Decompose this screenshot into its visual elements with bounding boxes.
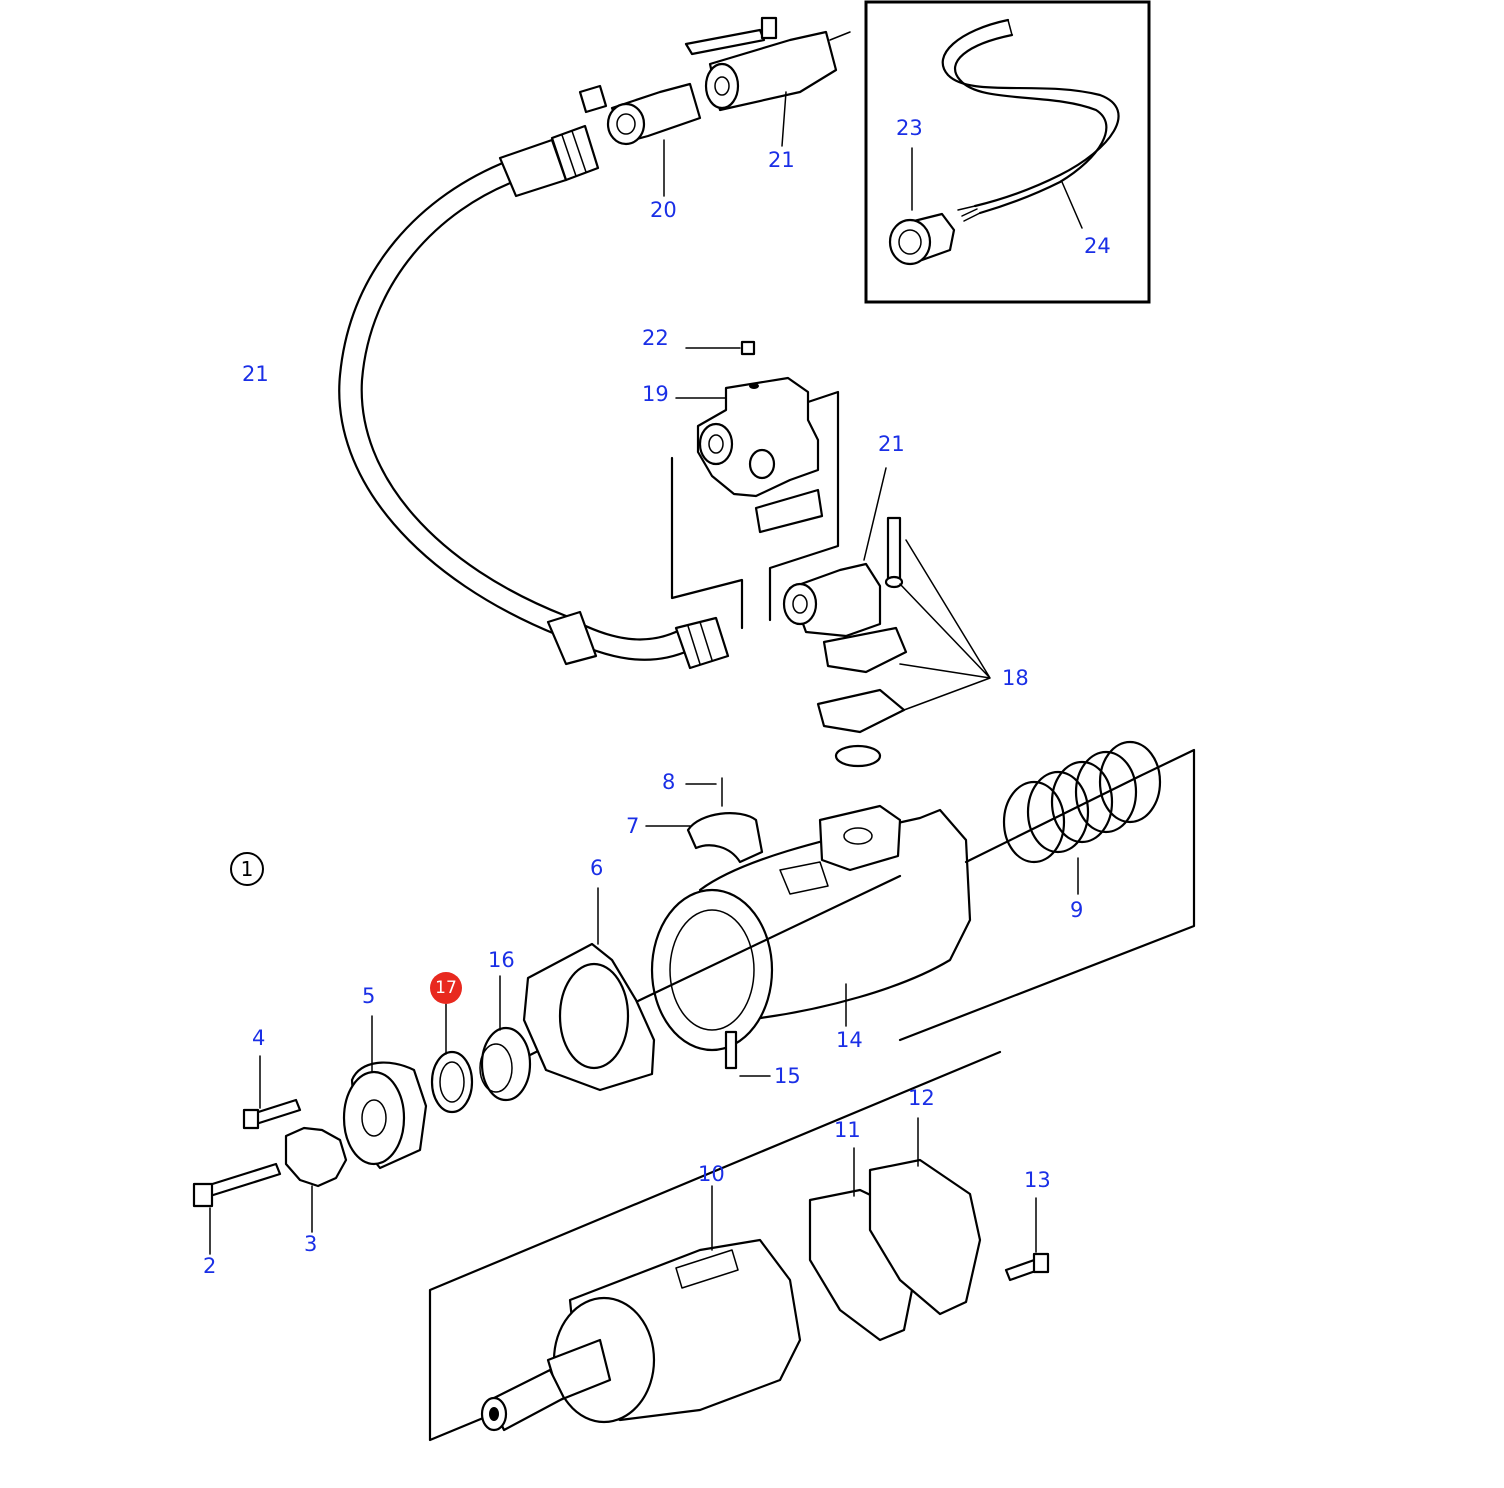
part-label-8[interactable]: 8 bbox=[662, 770, 676, 794]
part-label-18[interactable]: 18 bbox=[1002, 666, 1029, 690]
inset-fitting bbox=[888, 212, 956, 266]
part-label-9[interactable]: 9 bbox=[1070, 898, 1084, 922]
part-label-5[interactable]: 5 bbox=[362, 984, 376, 1008]
part-label-17-highlighted[interactable]: 17 bbox=[430, 972, 462, 1004]
elbow-flange bbox=[782, 467, 991, 768]
part-label-19[interactable]: 19 bbox=[642, 382, 669, 406]
part-label-21-hose[interactable]: 21 bbox=[242, 362, 269, 386]
starter-housing bbox=[645, 748, 1196, 1077]
part-label-12[interactable]: 12 bbox=[908, 1086, 935, 1110]
inset-box bbox=[864, 0, 1151, 304]
part-label-7[interactable]: 7 bbox=[626, 814, 640, 838]
part-label-10[interactable]: 10 bbox=[698, 1162, 725, 1186]
part-label-4[interactable]: 4 bbox=[252, 1026, 266, 1050]
motor-assembly bbox=[428, 1050, 1050, 1442]
part-label-20[interactable]: 20 bbox=[650, 198, 677, 222]
part-label-14[interactable]: 14 bbox=[836, 1028, 863, 1052]
part-label-3[interactable]: 3 bbox=[304, 1232, 318, 1256]
part-label-13[interactable]: 13 bbox=[1024, 1168, 1051, 1192]
part-label-16[interactable]: 16 bbox=[488, 948, 515, 972]
part-label-15[interactable]: 15 bbox=[774, 1064, 801, 1088]
spring bbox=[1002, 740, 1162, 895]
front-parts bbox=[192, 874, 902, 1255]
part-label-2[interactable]: 2 bbox=[203, 1254, 217, 1278]
part-label-21-elbow[interactable]: 21 bbox=[878, 432, 905, 456]
valve-block bbox=[670, 340, 840, 630]
view-callout-1: 1 bbox=[230, 852, 264, 886]
part-label-22[interactable]: 22 bbox=[642, 326, 669, 350]
part-label-21-valve[interactable]: 21 bbox=[768, 148, 795, 172]
part-label-23[interactable]: 23 bbox=[896, 116, 923, 140]
part-label-6[interactable]: 6 bbox=[590, 856, 604, 880]
part-label-11[interactable]: 11 bbox=[834, 1118, 861, 1142]
hose-assembly bbox=[338, 16, 851, 670]
part-label-24[interactable]: 24 bbox=[1084, 234, 1111, 258]
